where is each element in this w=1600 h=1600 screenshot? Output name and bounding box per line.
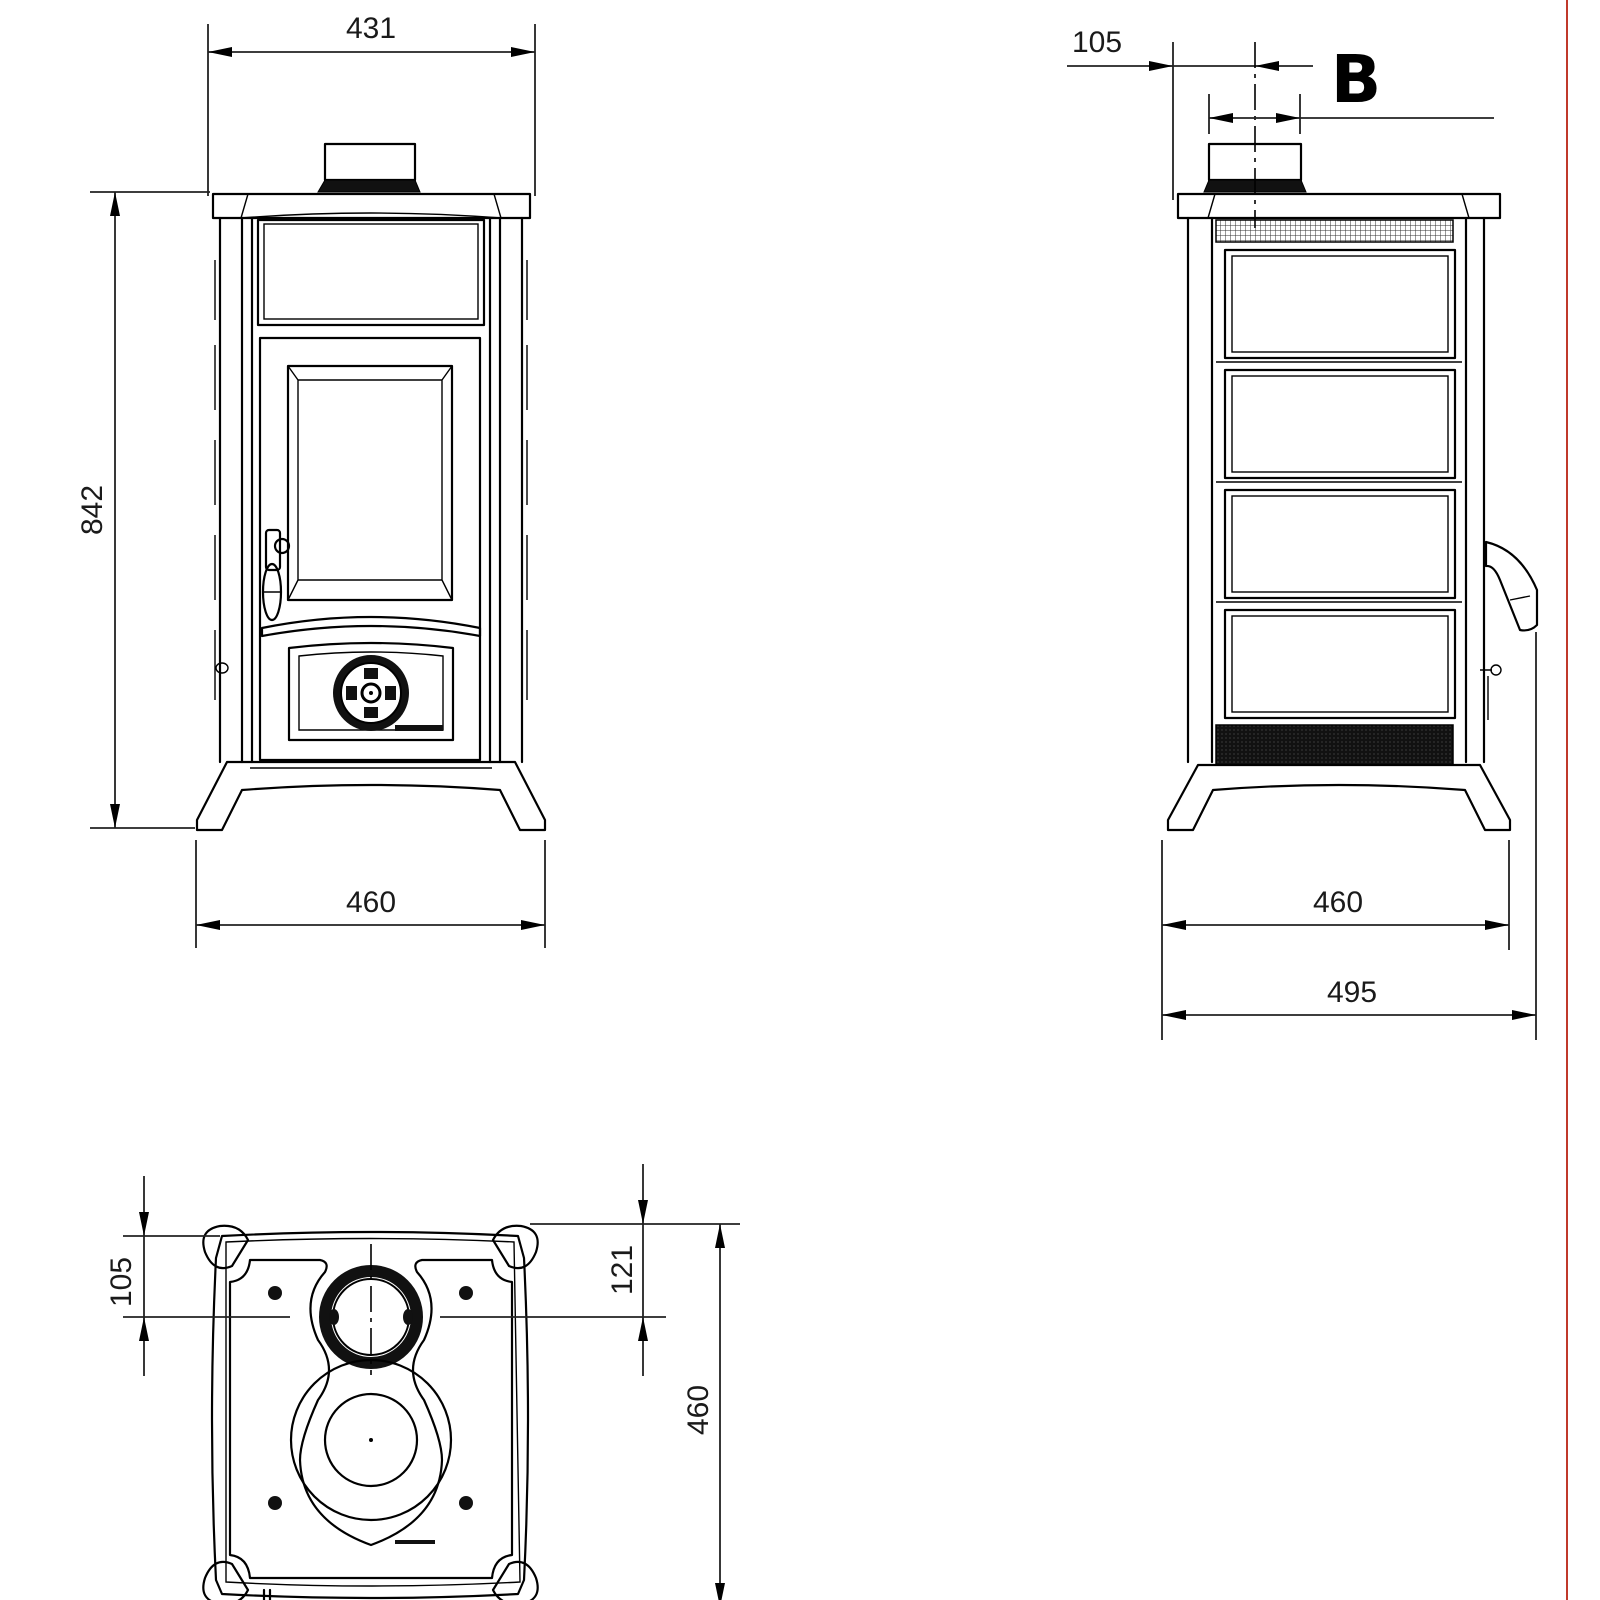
top-dimensions: 105 121 460 [105, 1164, 740, 1600]
right-column [488, 216, 524, 764]
dim-flue-offset-label: 105 [1072, 26, 1122, 59]
side-handle-icon [1484, 540, 1539, 632]
flue-base [317, 179, 421, 193]
top-plate [211, 192, 532, 220]
flue-collar [323, 142, 417, 182]
dim-side-base-width-label: 460 [1313, 886, 1363, 919]
corner-lugs [202, 1224, 539, 1600]
dim-height-label: 842 [76, 485, 109, 535]
dim-top-depth-label: 460 [682, 1385, 715, 1435]
door-handle-icon [261, 528, 291, 622]
dim-top-flue-offset-right-label: 121 [606, 1245, 639, 1295]
page-border-line [1566, 0, 1568, 1600]
bolt-icon [268, 1496, 282, 1510]
door-window [286, 364, 454, 602]
upper-panel [256, 218, 486, 327]
left-column [218, 216, 254, 764]
dim-base-width-label: 460 [346, 886, 396, 919]
base-legs [195, 760, 547, 832]
hotplate-inner [323, 1392, 419, 1488]
dim-top-width-label: 431 [346, 12, 396, 45]
bolt-icon [459, 1286, 473, 1300]
side-ash-grille [1215, 724, 1454, 766]
side-top-plate [1176, 192, 1502, 220]
top-view [202, 1224, 539, 1600]
dim-total-depth-label: 495 [1327, 976, 1377, 1009]
dim-top-flue-offset-left-label: 105 [105, 1257, 138, 1307]
front-view [195, 142, 547, 832]
bolt-icon [459, 1496, 473, 1510]
side-view [1166, 142, 1539, 832]
ash-drawer-panel [287, 641, 455, 742]
front-dimensions: 431 842 460 [76, 12, 546, 948]
fire-door [258, 336, 482, 762]
side-dimensions: 105 B 460 495 [1067, 26, 1537, 1040]
side-panels [1216, 248, 1462, 720]
bolt-icon [268, 1286, 282, 1300]
side-vent-grille [1215, 219, 1454, 243]
side-base-legs [1166, 763, 1512, 832]
top-inner-plate [228, 1258, 514, 1580]
top-outline [210, 1230, 530, 1600]
air-regulator-knob-icon [333, 655, 409, 731]
flue-diameter-label: B [1331, 41, 1381, 118]
